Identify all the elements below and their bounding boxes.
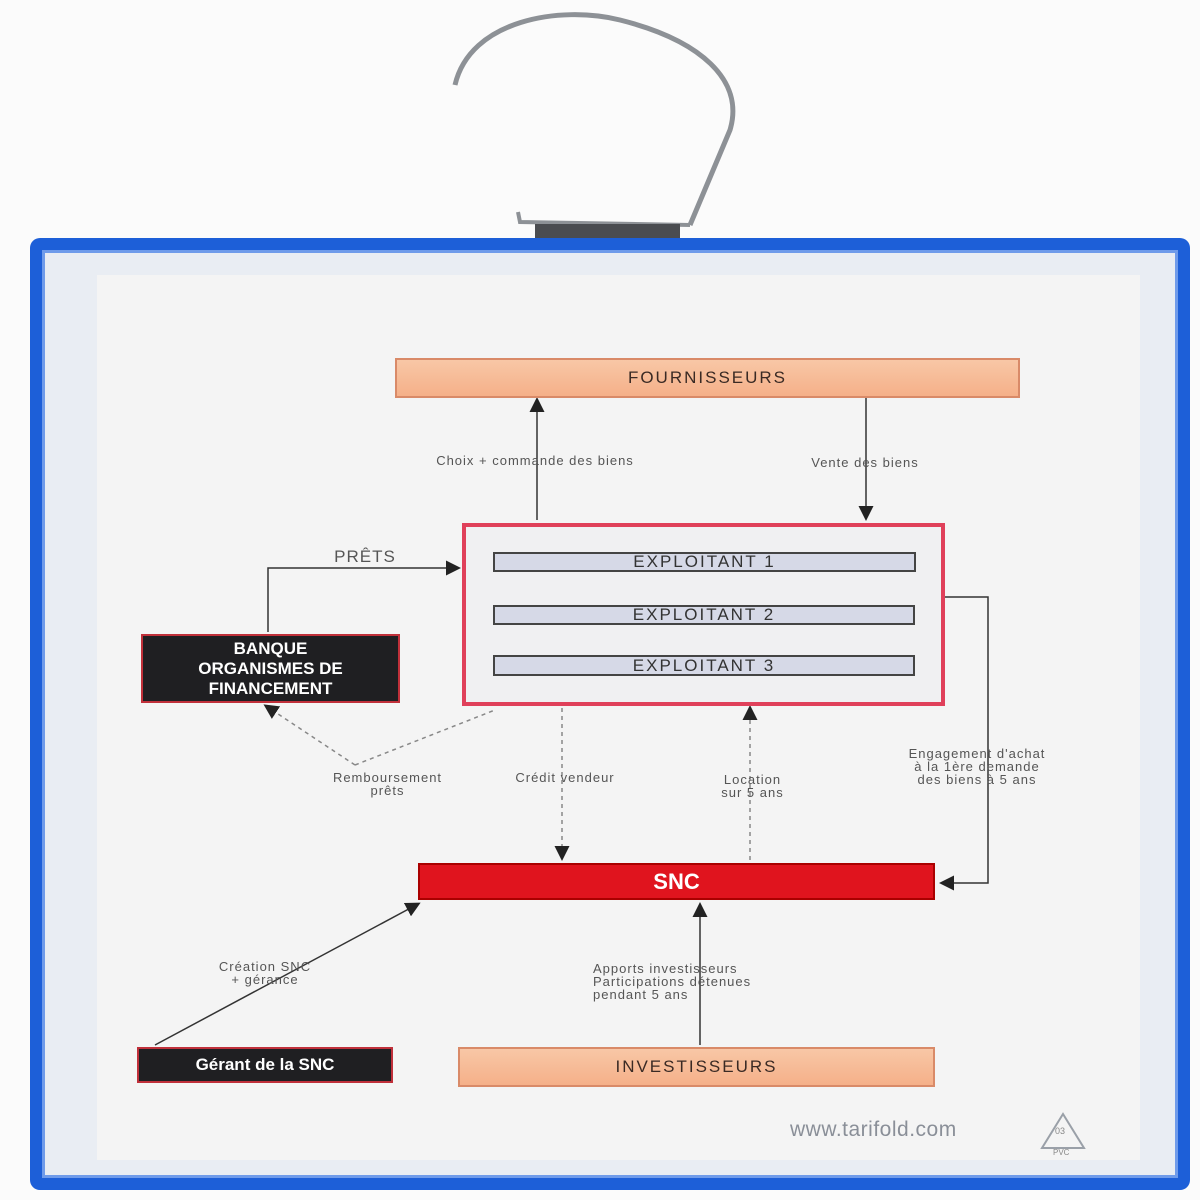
bank-box: BANQUE ORGANISMES DE FINANCEMENT: [141, 634, 400, 703]
sale-label: Vente des biens: [811, 455, 919, 470]
vendor-credit-label: Crédit vendeur: [515, 770, 615, 785]
suppliers-box: FOURNISSEURS: [395, 358, 1020, 398]
arrow-loans: [267, 560, 461, 632]
arrow-repayment: [263, 704, 356, 766]
bank-line: FINANCEMENT: [208, 678, 333, 698]
operator-1: EXPLOITANT 1: [493, 552, 916, 572]
bank-line: ORGANISMES DE: [198, 658, 343, 678]
operator-3: EXPLOITANT 3: [493, 655, 915, 676]
operator-2: EXPLOITANT 2: [493, 605, 915, 625]
arrow-commitment: [939, 596, 989, 891]
loans-label: PRÊTS: [334, 547, 396, 566]
bank-line: BANQUE: [233, 638, 308, 658]
website-url[interactable]: www.tarifold.com: [790, 1118, 957, 1141]
recycle-icon: 03 PVC: [1038, 1110, 1088, 1158]
choice-label: Choix + commande des biens: [436, 453, 634, 468]
snc-box: SNC: [418, 863, 935, 900]
manager-box: Gérant de la SNC: [137, 1047, 393, 1083]
arrow-creation: [154, 902, 421, 1046]
investors-box: INVESTISSEURS: [458, 1047, 935, 1087]
creation-label: Création SNC+ gérance: [218, 959, 312, 987]
